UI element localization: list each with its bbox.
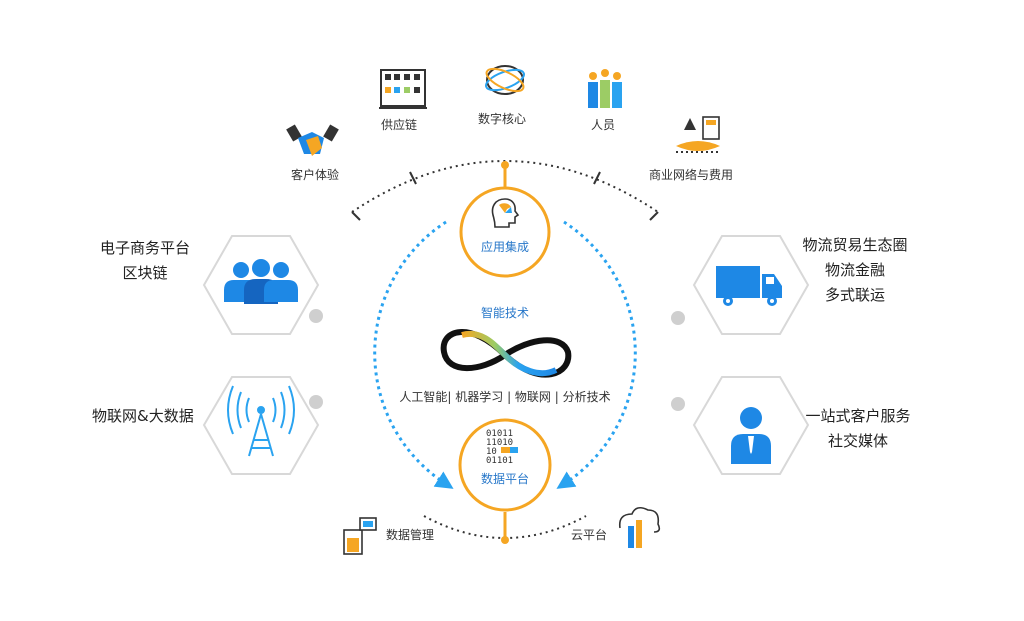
binary-block: 01011 11010 10 01101: [486, 430, 526, 466]
label-iot-bigdata: 物联网&大数据: [92, 407, 194, 425]
label-cloud-platform: 云平台: [571, 528, 608, 542]
binary-line: 01101: [486, 456, 514, 466]
label-ecommerce-platform: 电子商务平台: [99, 239, 190, 257]
label-group-ecommerce: 电子商务平台 区块链: [90, 236, 200, 286]
label-supply-chain: 供应链: [381, 118, 418, 132]
label-blockchain: 区块链: [122, 264, 168, 282]
app-integration-node: [459, 186, 551, 278]
top-connector-dot: [501, 161, 509, 169]
digital-core-icon: [485, 65, 525, 95]
gray-dot: [671, 397, 685, 411]
label-multimodal-transport: 多式联运: [824, 286, 885, 304]
arc-tick: [351, 211, 361, 221]
team-icon: [224, 259, 298, 304]
binary-highlight: [510, 447, 518, 453]
person-icon: [731, 407, 771, 464]
infinity-icon: [440, 329, 572, 378]
binary-line: 01011: [486, 429, 514, 439]
arc-tick: [409, 171, 417, 185]
label-group-customer-service: 一站式客户服务 社交媒体: [793, 404, 923, 454]
supply-chain-icon: [379, 69, 427, 109]
data-management-icon: [343, 517, 377, 555]
antenna-icon: [227, 385, 295, 457]
arc-tick: [649, 211, 659, 221]
blue-arc-right: [556, 220, 637, 489]
bottom-connector-dot: [501, 536, 509, 544]
binary-line: 10: [486, 447, 497, 457]
gray-dot: [309, 395, 323, 409]
arc-tick: [593, 171, 601, 185]
label-digital-core: 数字核心: [478, 112, 527, 126]
handshake-icon: [286, 124, 339, 156]
label-group-logistics: 物流贸易生态圈 物流金融 多式联运: [790, 233, 920, 308]
head-icon: [491, 198, 520, 228]
gray-dot: [309, 309, 323, 323]
binary-line: 11010: [486, 438, 514, 448]
label-social-media: 社交媒体: [827, 432, 888, 450]
label-data-management: 数据管理: [386, 528, 435, 542]
data-platform-node: [458, 418, 552, 512]
cloud-platform-icon: [618, 506, 661, 548]
blue-arc-left: [373, 220, 454, 489]
gray-dot: [671, 311, 685, 325]
label-business-network: 商业网络与费用: [649, 168, 734, 182]
business-network-icon: [676, 116, 720, 153]
label-logistics-ecosystem: 物流贸易生态圈: [802, 236, 908, 254]
label-one-stop-service: 一站式客户服务: [805, 407, 911, 425]
label-data-platform: 数据平台: [480, 472, 529, 486]
label-intelligent-tech: 智能技术: [480, 306, 529, 320]
label-app-integration: 应用集成: [480, 240, 529, 254]
binary-highlight: [501, 447, 515, 453]
hexagon-iot: [202, 376, 320, 475]
label-tech-list: 人工智能| 机器学习 | 物联网 | 分析技术: [399, 390, 611, 404]
truck-icon: [716, 266, 782, 306]
label-people: 人员: [591, 118, 616, 132]
people-icon: [588, 69, 622, 108]
label-customer-experience: 客户体验: [291, 168, 340, 182]
label-logistics-finance: 物流金融: [824, 261, 885, 279]
